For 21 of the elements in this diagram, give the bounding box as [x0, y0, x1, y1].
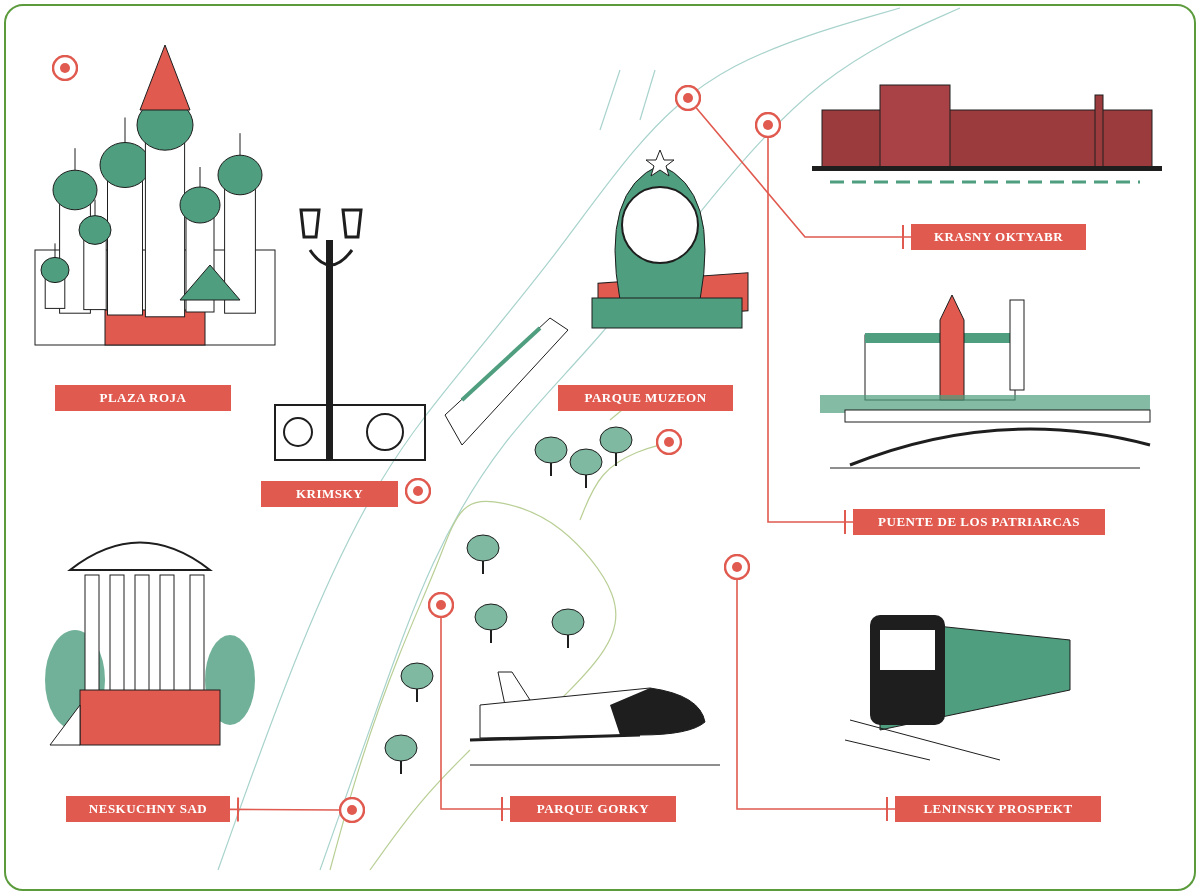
place-label: KRIMSKY	[261, 481, 398, 507]
leader-line	[440, 617, 511, 822]
leader-line	[229, 796, 340, 823]
map-pin-icon	[675, 85, 701, 111]
map-pin-icon	[428, 592, 454, 618]
place-label: NESKUCHNY SAD	[66, 796, 230, 822]
map-pin-icon	[52, 55, 78, 81]
map-pin-icon	[755, 112, 781, 138]
map-pin-icon	[656, 429, 682, 455]
map-pin-icon	[405, 478, 431, 504]
leader-line	[736, 579, 896, 822]
place-label: KRASNY OKTYABR	[911, 224, 1086, 250]
place-label: PARQUE GORKY	[510, 796, 676, 822]
map-pin-icon	[724, 554, 750, 580]
place-label: PARQUE MUZEON	[558, 385, 733, 411]
place-label: LENINSKY PROSPEKT	[895, 796, 1101, 822]
map-pin-icon	[339, 797, 365, 823]
leader-line	[695, 107, 912, 250]
leader-line	[767, 137, 854, 535]
place-label: PLAZA ROJA	[55, 385, 231, 411]
place-label: PUENTE DE LOS PATRIARCAS	[853, 509, 1105, 535]
